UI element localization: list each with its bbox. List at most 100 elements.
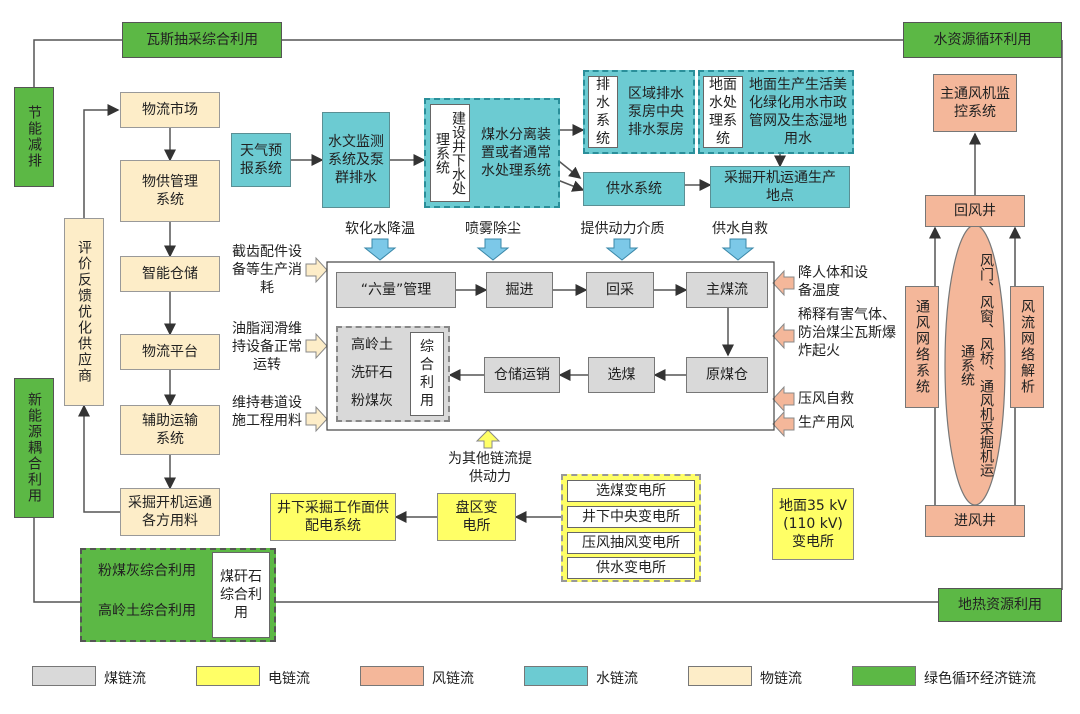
wind-analysis-box: 风流网络解析 [1010,286,1044,408]
surface-body-box: 地面生产生活美化绿化用水市政管网及生态湿地用水 [745,72,851,152]
coal-extract-label: 回采 [606,282,634,298]
material-label: 物流市场 [142,102,198,118]
mining-site-label: 采掘开机运通生产地点 [724,170,836,204]
gas-utilization-label: 瓦斯抽采综合利用 [146,32,258,48]
input-top-1: 喷雾除尘 [465,221,521,237]
feedback-box: 评价反馈优化供应商 [64,218,104,406]
drain-label-box: 排水系统 [588,76,618,148]
drain-label: 排水系统 [596,77,610,147]
power-pan-box: 盘区变电所 [437,493,516,541]
wind-network-box: 通风网络系统 [905,286,939,408]
input-top-3: 供水自救 [712,221,768,237]
build-label: 建设井下水处理系统 [434,111,466,195]
separate-label: 煤水分离装置或者通常水处理系统 [481,127,551,179]
power-station-label: 压风抽风变电所 [582,535,680,551]
geothermal-box: 地热资源利用 [938,588,1062,622]
coal-by3: 粉煤灰 [351,393,393,409]
power-station-label: 供水变电所 [596,560,666,576]
weather-label: 天气预报系统 [240,143,282,177]
power-underground-box: 井下采掘工作面供配电系统 [270,493,396,541]
legend-swatch-green [852,666,916,686]
legend-label-coal: 煤链流 [104,671,146,687]
input-top-0: 软化水降温 [345,221,415,237]
coal-six-label: “六量”管理 [360,282,432,298]
energy-saving-label: 节能减排 [26,105,42,169]
material-label: 辅助运输系统 [142,413,198,447]
wind-return-box: 回风井 [925,195,1025,227]
build-box: 建设井下水处理系统 [430,104,470,202]
wind-ellipse-label: 风门、风窗、风桥、通风机采掘机运通系统 [948,245,1004,485]
material-label: 物供管理系统 [142,174,198,208]
coal-store-label: 仓储运销 [494,367,550,383]
input-right-2: 压风自救 [798,391,854,407]
coal-dig-label: 掘进 [505,282,534,298]
legend-swatch-coal [32,666,96,686]
power-station-3: 供水变电所 [567,557,695,579]
drain-body-label: 区域排水泵房中央排水泵房 [628,86,684,138]
weather-box: 天气预报系统 [231,133,291,187]
legend-label-green: 绿色循环经济链流 [924,671,1036,687]
wind-analysis-label: 风流网络解析 [1019,299,1035,395]
input-left-2: 维持巷道设施工程用料 [232,395,302,429]
legend-label-power: 电链流 [268,671,310,687]
material-label: 物流平台 [142,344,198,360]
wind-network-label: 通风网络系统 [914,299,930,395]
wind-monitor-box: 主通风机监控系统 [933,74,1017,132]
legend-label-material: 物链流 [760,671,802,687]
green-gangue-label: 煤矸石综合利用 [220,569,262,621]
legend-swatch-water [524,666,588,686]
drain-body-box: 区域排水泵房中央排水泵房 [620,72,692,152]
surface-body-label: 地面生产生活美化绿化用水市政管网及生态湿地用水 [749,77,847,147]
new-energy-label: 新能源耦合利用 [26,392,42,504]
coal-wash-label: 选煤 [607,367,636,383]
coal-use-label: 综合利用 [420,339,434,409]
wind-return-label: 回风井 [954,203,996,219]
input-top-2: 提供动力介质 [580,221,665,237]
supply-box: 供水系统 [583,172,685,206]
material-label: 智能仓储 [142,266,198,282]
coal-by1: 高岭土 [351,337,393,353]
coal-extract-box: 回采 [586,272,654,308]
green-fly-ash: 粉煤灰综合利用 [98,563,196,579]
power-station-label: 选煤变电所 [596,483,666,499]
gas-utilization-box: 瓦斯抽采综合利用 [122,22,282,58]
legend-label-water: 水链流 [596,671,638,687]
input-right-1: 稀释有害气体、防治煤尘瓦斯爆炸起火 [798,307,896,359]
legend-swatch-power [196,666,260,686]
feedback-label: 评价反馈优化供应商 [76,240,92,384]
power-station-label: 井下中央变电所 [582,509,680,525]
power-other: 为其他链流提供动力 [448,451,532,485]
hydro-box: 水文监测系统及泵群排水 [322,112,390,208]
coal-use-box: 综合利用 [410,332,444,416]
coal-yard-box: 原煤仓 [686,357,768,393]
power-underground-label: 井下采掘工作面供配电系统 [277,500,389,534]
input-right-0: 降人体和设备温度 [798,265,868,299]
material-item-3: 物流平台 [120,334,220,370]
wind-inlet-label: 进风井 [954,513,996,529]
input-left-0: 截齿配件设备等生产消耗 [232,244,302,296]
hydro-label: 水文监测系统及泵群排水 [328,134,384,186]
material-item-0: 物流市场 [120,92,220,128]
power-station-0: 选煤变电所 [567,480,695,502]
power-pan-label: 盘区变电所 [455,500,498,534]
power-station-2: 压风抽风变电所 [567,532,695,554]
wind-inlet-box: 进风井 [925,505,1025,537]
power-station-1: 井下中央变电所 [567,506,695,528]
wind-monitor-label: 主通风机监控系统 [940,86,1010,120]
surface-label: 地面水处理系统 [709,77,737,147]
green-kaolin: 高岭土综合利用 [98,603,196,619]
legend-swatch-material [688,666,752,686]
legend-label-wind: 风链流 [432,671,474,687]
new-energy-box: 新能源耦合利用 [14,378,54,518]
coal-six-box: “六量”管理 [336,272,456,308]
supply-label: 供水系统 [606,181,662,197]
wind-ellipse-text: 风门、风窗、风桥、通风机采掘机运通系统 [959,253,994,477]
energy-saving-box: 节能减排 [14,87,54,187]
input-left-1: 油脂润滑维持设备正常运转 [232,321,302,373]
coal-dig-box: 掘进 [486,272,553,308]
material-label: 采掘开机运通各方用料 [128,495,212,529]
geothermal-label: 地热资源利用 [958,597,1042,613]
power-surface-box: 地面35 kV (110 kV) 变电所 [772,488,854,560]
legend-swatch-wind [360,666,424,686]
